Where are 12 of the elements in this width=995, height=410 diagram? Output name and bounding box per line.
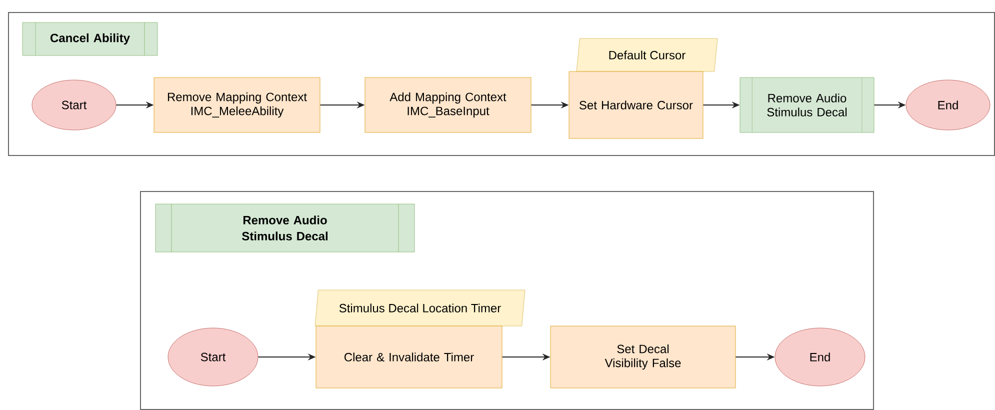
data-parallelogram: Default Cursor [576,38,718,72]
data-parallelogram: Stimulus Decal Location Timer [314,290,526,326]
subprocess-box: Remove Audio Stimulus Decal [155,204,415,252]
subprocess-box: Remove Audio Stimulus Decal [740,77,874,133]
process-box: Clear & Invalidate Timer [316,326,502,388]
process-box: Add Mapping Context IMC_BaseInput [364,77,532,133]
container-frame [140,191,874,410]
process-box: Set Hardware Cursor [568,71,704,139]
container-frame [8,12,995,156]
process-box: Set Decal Visibility False [550,326,736,388]
process-box: Remove Mapping Context IMC_MeleeAbility [154,77,320,133]
subprocess-box: Cancel Ability [22,22,158,56]
